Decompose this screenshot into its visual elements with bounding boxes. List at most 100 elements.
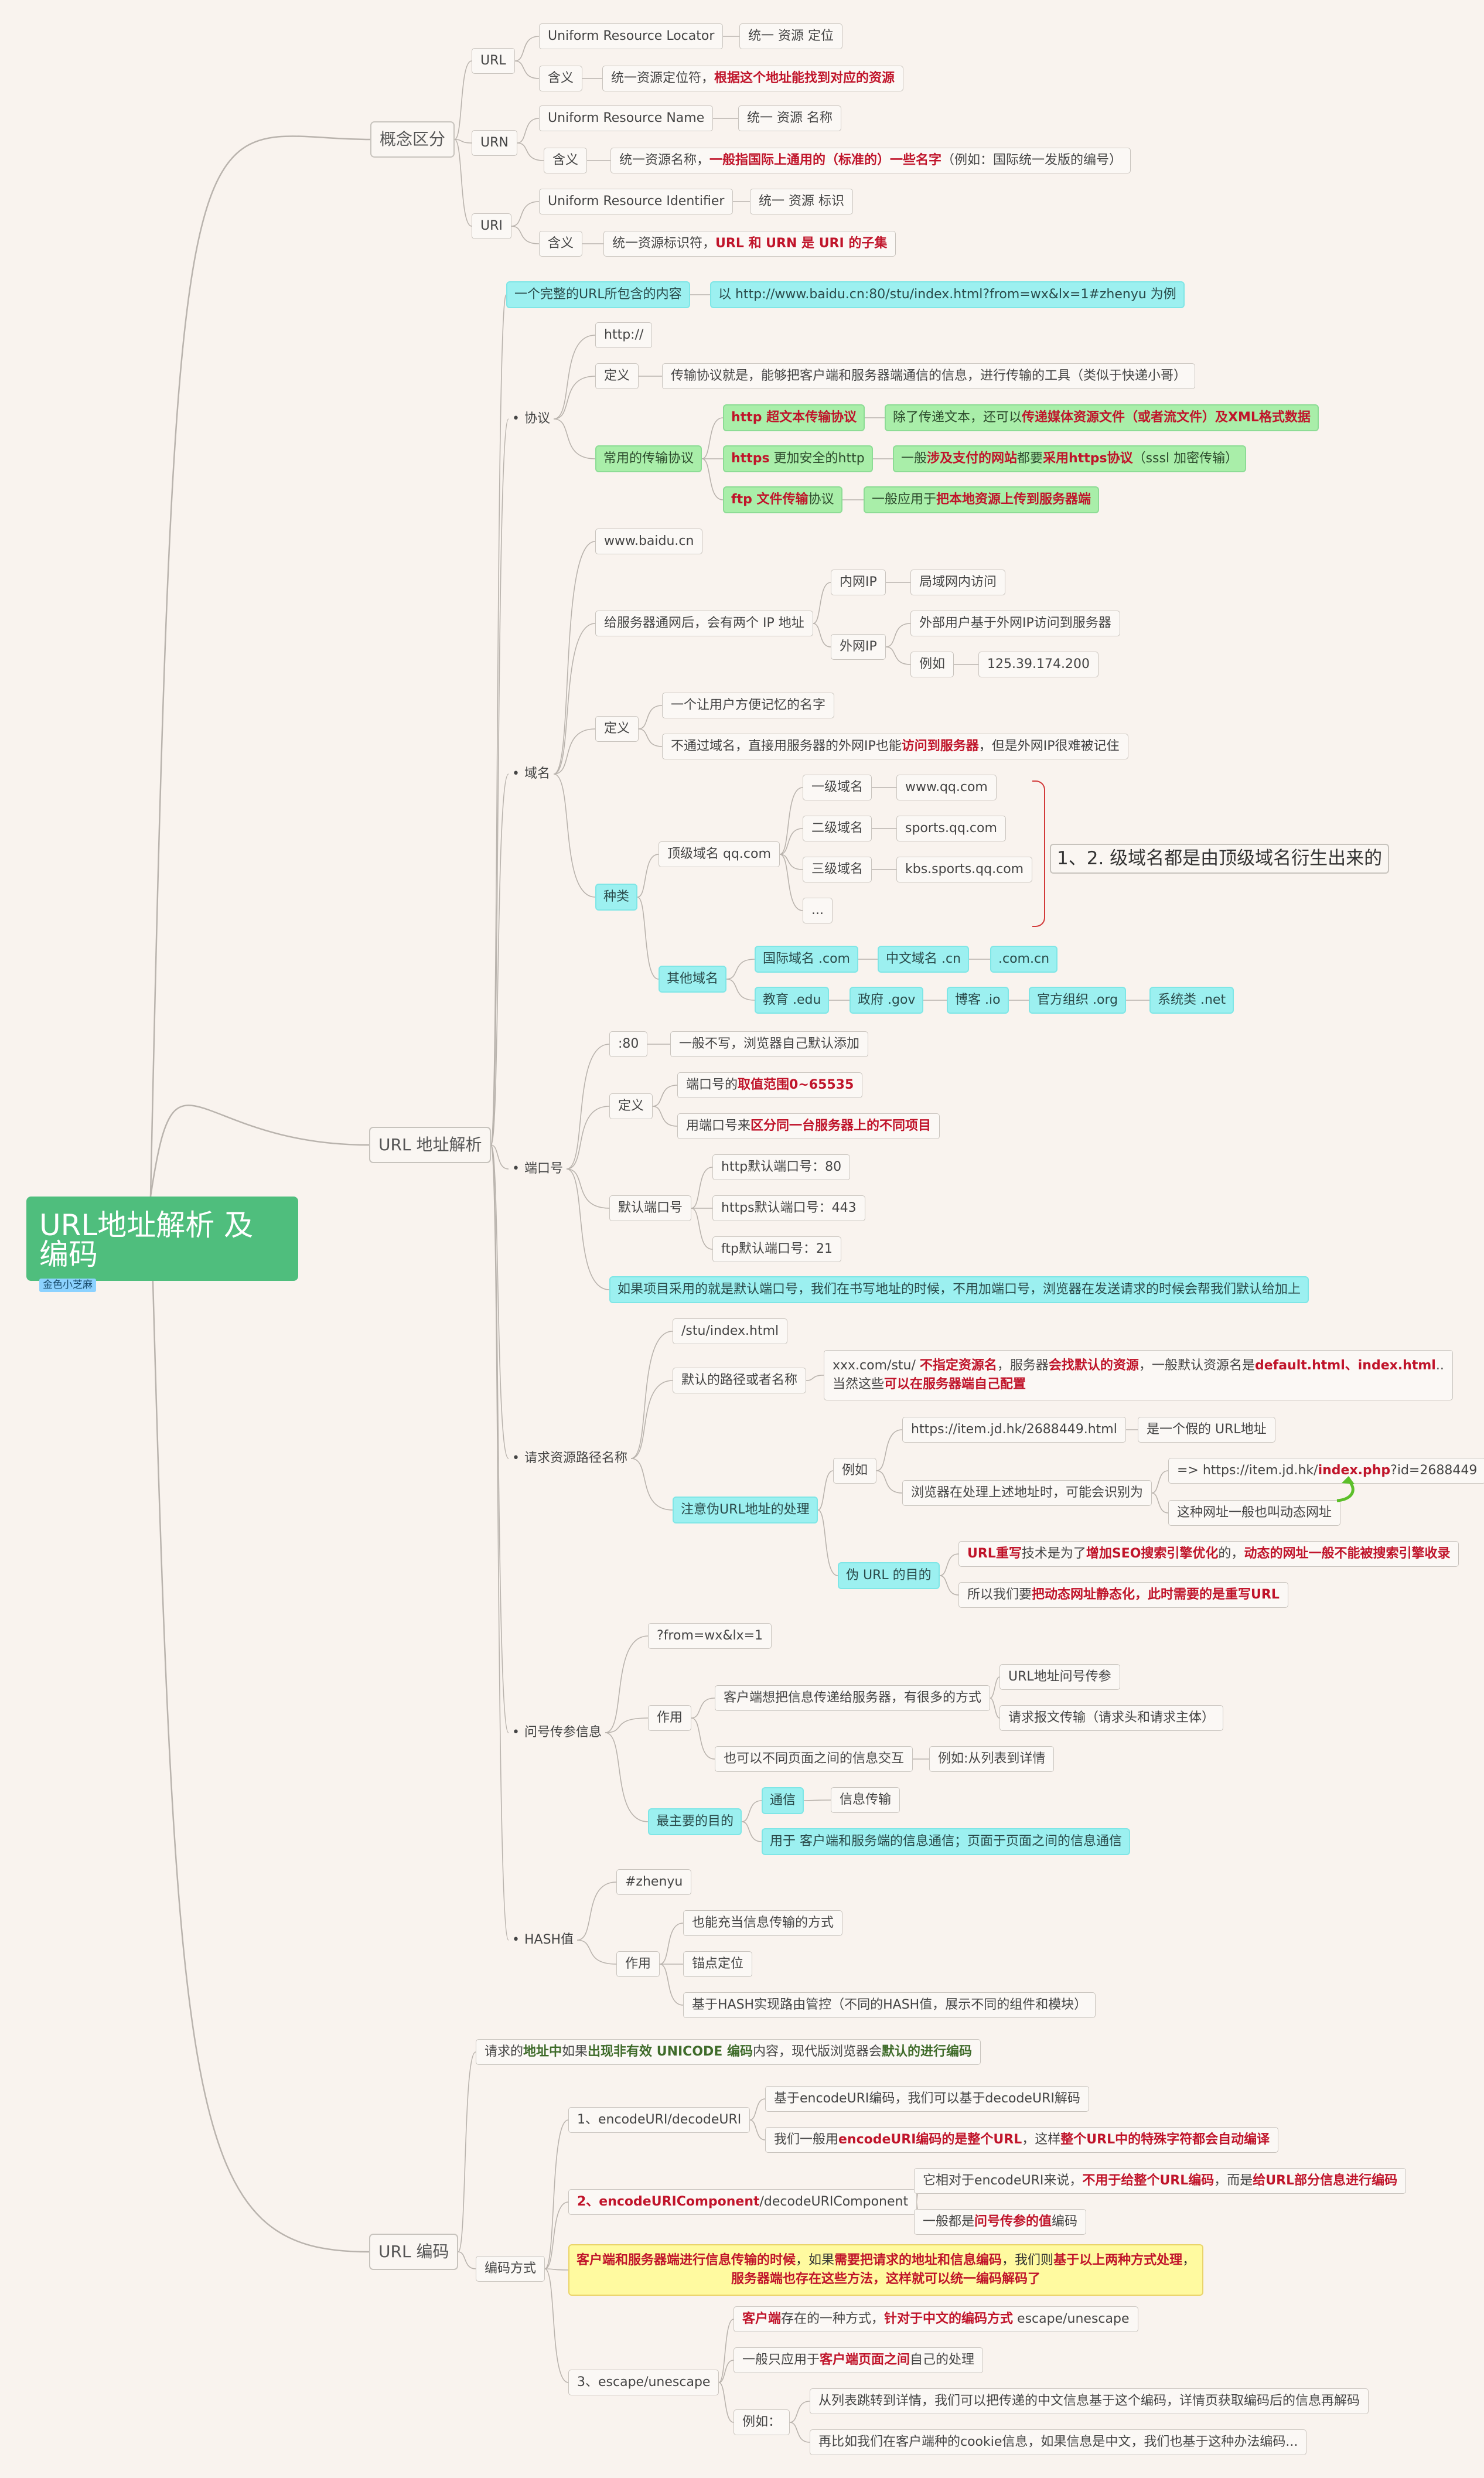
- node-lv1-ex[interactable]: www.qq.com: [896, 775, 997, 800]
- node-urn-mean-box[interactable]: 统一资源名称，一般指国际上通用的（标准的）一些名字（例如：国际统一发版的编号）: [610, 148, 1131, 173]
- node-https-label[interactable]: https 更加安全的http: [723, 445, 873, 472]
- node-use1[interactable]: 作用: [648, 1705, 692, 1731]
- node-lv2-ex[interactable]: sports.qq.com: [896, 816, 1006, 841]
- node-protocol[interactable]: 协议: [509, 413, 554, 425]
- node-def1[interactable]: 定义: [595, 363, 639, 389]
- node-d-org[interactable]: 官方组织 .org: [1029, 987, 1127, 1014]
- node-jd-dynamic[interactable]: 这种网址一般也叫动态网址: [1168, 1500, 1341, 1526]
- node-url-full[interactable]: Uniform Resource Locator: [539, 23, 724, 49]
- node-use2[interactable]: 作用: [616, 1951, 660, 1977]
- node-jd-fake[interactable]: 是一个假的 URL地址: [1138, 1417, 1275, 1443]
- node-enc3-ex[interactable]: 例如：: [734, 2409, 790, 2435]
- node-lan-ip[interactable]: 内网IP: [831, 570, 886, 595]
- node-jd-url[interactable]: https://item.jd.hk/2688449.html: [902, 1417, 1126, 1443]
- node-kinds[interactable]: 种类: [595, 884, 638, 911]
- node-p-ftp[interactable]: ftp默认端口号：21: [712, 1236, 841, 1262]
- node-port-use[interactable]: 用端口号来区分同一台服务器上的不同项目: [677, 1113, 940, 1139]
- node-urn-full[interactable]: Uniform Resource Name: [539, 105, 714, 131]
- node-d-edu[interactable]: 教育 .edu: [755, 987, 830, 1014]
- node-comm-note[interactable]: 用于 客户端和服务端的信息通信；页面于页面之间的信息通信: [762, 1828, 1130, 1855]
- node-d-gov[interactable]: 政府 .gov: [850, 987, 924, 1014]
- node-lv3-ex[interactable]: kbs.sports.qq.com: [896, 857, 1033, 882]
- node-uri-full[interactable]: Uniform Resource Identifier: [539, 189, 734, 214]
- node-hash-u2[interactable]: 锚点定位: [683, 1951, 753, 1977]
- node-full-url[interactable]: 一个完整的URL所包含的内容: [506, 281, 690, 308]
- node-enc3-a[interactable]: 客户端存在的一种方式，针对于中文的编码方式 escape/unescape: [734, 2306, 1138, 2332]
- node-q-use2[interactable]: 也可以不同页面之间的信息交互: [715, 1746, 913, 1772]
- node-encode[interactable]: URL 编码: [369, 2234, 459, 2270]
- domain-level-note[interactable]: 1、2. 级域名都是由顶级域名衍生出来的: [1050, 844, 1390, 874]
- node-p-https[interactable]: https默认端口号：443: [712, 1195, 865, 1221]
- node-url-tag[interactable]: URL: [472, 48, 515, 74]
- node-port[interactable]: 端口号: [509, 1163, 567, 1175]
- node-wan-ex[interactable]: 125.39.174.200: [978, 652, 1098, 677]
- node-enc2[interactable]: 2、encodeURIComponent/decodeURIComponent: [568, 2189, 917, 2215]
- node-domain[interactable]: 域名: [509, 768, 554, 780]
- node-lv1[interactable]: 一级域名: [803, 775, 872, 800]
- node-urn-mean[interactable]: 含义: [544, 148, 588, 173]
- node-wan-desc[interactable]: 外部用户基于外网IP访问到服务器: [910, 611, 1120, 636]
- node-p-http[interactable]: http默认端口号：80: [712, 1154, 851, 1180]
- node-http-label[interactable]: http 超文本传输协议: [723, 404, 865, 431]
- node-hash-ex[interactable]: #zhenyu: [616, 1869, 692, 1895]
- node-urn-tag[interactable]: URN: [472, 130, 517, 156]
- node-lv2[interactable]: 二级域名: [803, 816, 872, 841]
- node-url-mean-box[interactable]: 统一资源定位符，根据这个地址能找到对应的资源: [602, 66, 904, 91]
- node-enc3-b[interactable]: 一般只应用于客户端页面之间自己的处理: [734, 2347, 984, 2373]
- node-more[interactable]: ...: [803, 898, 833, 923]
- node-two-ip[interactable]: 给服务器通网后，会有两个 IP 地址: [595, 611, 813, 636]
- node-url-mean[interactable]: 含义: [539, 66, 583, 91]
- node-d-cn[interactable]: 中文域名 .cn: [878, 946, 970, 973]
- node-common-proto[interactable]: 常用的传输协议: [595, 445, 702, 472]
- node-default-path-desc[interactable]: xxx.com/stu/ 不指定资源名，服务器会找默认的资源，一般默认资源名是d…: [824, 1350, 1453, 1400]
- node-domain-def1[interactable]: 一个让用户方便记忆的名字: [662, 693, 835, 718]
- node-enc2-a[interactable]: 它相对于encodeURI来说，不用于给整个URL编码，而是给URL部分信息进行…: [914, 2168, 1407, 2194]
- node-lv3[interactable]: 三级域名: [803, 857, 872, 882]
- node-uri-tag[interactable]: URI: [472, 213, 511, 239]
- node-q-use1[interactable]: 客户端想把信息传递给服务器，有很多的方式: [715, 1685, 991, 1711]
- node-uri-cn[interactable]: 统一 资源 标识: [750, 189, 853, 214]
- node-hash-u1[interactable]: 也能充当信息传输的方式: [683, 1910, 843, 1936]
- node-fake-goal[interactable]: 伪 URL 的目的: [838, 1562, 940, 1589]
- node-ftp-label[interactable]: ftp 文件传输协议: [723, 486, 842, 513]
- node-other-domain[interactable]: 其他域名: [659, 966, 727, 993]
- node-goal1[interactable]: URL重写技术是为了增加SEO搜索引擎优化的，动态的网址一般不能被搜索引擎收录: [958, 1541, 1459, 1567]
- node-hash[interactable]: HASH值: [509, 1934, 577, 1947]
- node-def2[interactable]: 定义: [595, 716, 639, 742]
- node-enc-y[interactable]: 客户端和服务器端进行信息传输的时候，如果需要把请求的地址和信息编码，我们则基于以…: [568, 2244, 1204, 2296]
- node-proto-def[interactable]: 传输协议就是，能够把客户端和服务器端通信的信息，进行传输的工具（类似于快递小哥）: [662, 363, 1196, 389]
- node-default-path[interactable]: 默认的路径或者名称: [673, 1368, 807, 1393]
- node-url-cn[interactable]: 统一 资源 定位: [739, 23, 842, 49]
- node-parse[interactable]: URL 地址解析: [369, 1127, 492, 1163]
- node-d-net[interactable]: 系统类 .net: [1149, 987, 1234, 1014]
- node-q-url[interactable]: URL地址问号传参: [999, 1664, 1120, 1690]
- node-enc3-ex1[interactable]: 从列表跳转到详情，我们可以把传递的中文信息基于这个编码，详情页获取编码后的信息再…: [810, 2388, 1369, 2414]
- node-enc2-b[interactable]: 一般都是问号传参的值编码: [914, 2209, 1087, 2235]
- node-enc1-a[interactable]: 基于encodeURI编码，我们可以基于decodeURI解码: [765, 2086, 1089, 2112]
- node-path[interactable]: 请求资源路径名称: [509, 1452, 631, 1465]
- node-enc1[interactable]: 1、encodeURI/decodeURI: [568, 2107, 750, 2133]
- node-comm-desc[interactable]: 信息传输: [831, 1787, 900, 1813]
- node-q-use2-ex[interactable]: 例如:从列表到详情: [929, 1746, 1055, 1772]
- node-jd-browser[interactable]: 浏览器在处理上述地址时，可能会识别为: [902, 1480, 1152, 1506]
- node-d-comcn[interactable]: .com.cn: [990, 946, 1058, 973]
- node-enc1-b[interactable]: 我们一般用encodeURI编码的是整个URL，这样整个URL中的特殊字符都会自…: [765, 2127, 1279, 2153]
- node-q-body[interactable]: 请求报文传输（请求头和请求主体）: [999, 1705, 1224, 1731]
- root-node[interactable]: URL地址解析 及 编码金色小芝麻: [26, 1197, 298, 1292]
- node-enc-intro[interactable]: 请求的地址中如果出现非有效 UNICODE 编码内容，现代版浏览器会默认的进行编…: [476, 2039, 981, 2065]
- node-lan-desc[interactable]: 局域网内访问: [910, 570, 1006, 595]
- node-goal2[interactable]: 所以我们要把动态网址静态化，此时需要的是重写URL: [958, 1582, 1288, 1608]
- node-port-80[interactable]: :80: [609, 1031, 648, 1057]
- node-jd-real[interactable]: => https://item.jd.hk/index.php?id=26884…: [1168, 1458, 1484, 1484]
- node-example-url[interactable]: 以 http://www.baidu.cn:80/stu/index.html?…: [710, 281, 1185, 308]
- node-path-ex[interactable]: /stu/index.html: [673, 1318, 788, 1344]
- node-enc3-ex2[interactable]: 再比如我们在客户端种的cookie信息，如果信息是中文，我们也基于这种办法编码.…: [810, 2429, 1307, 2455]
- node-concept[interactable]: 概念区分: [370, 121, 455, 158]
- node-urn-cn[interactable]: 统一 资源 名称: [738, 105, 841, 131]
- node-proto-http[interactable]: http://: [595, 322, 653, 348]
- node-top-domain[interactable]: 顶级域名 qq.com: [659, 841, 780, 867]
- node-fake-url[interactable]: 注意伪URL地址的处理: [673, 1497, 818, 1523]
- node-d-intl[interactable]: 国际域名 .com: [755, 946, 858, 973]
- node-enc-way[interactable]: 编码方式: [476, 2256, 545, 2282]
- node-query-ex[interactable]: ?from=wx&lx=1: [648, 1623, 772, 1649]
